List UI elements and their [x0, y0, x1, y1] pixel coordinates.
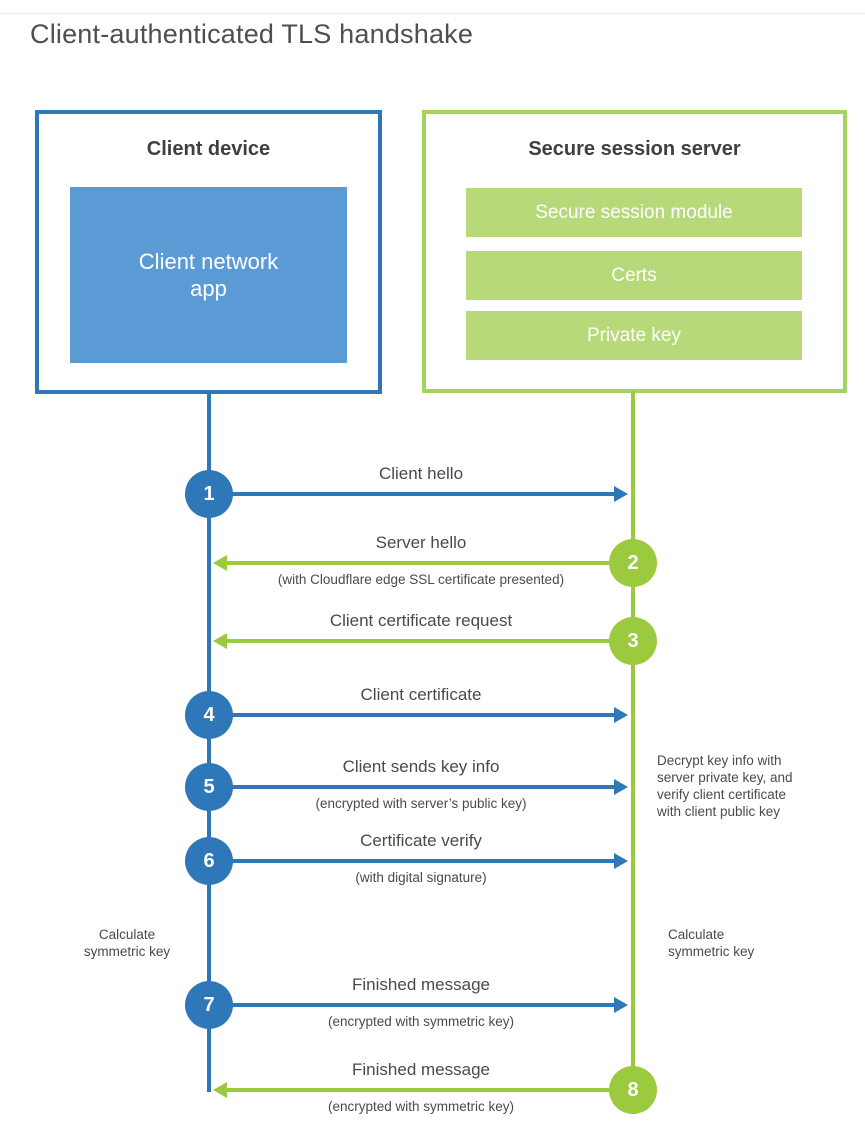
server-module-certs: Certs: [466, 251, 802, 300]
arrow-finished-message-client: [209, 997, 628, 1013]
server-module-secure-session: Secure session module: [466, 188, 802, 237]
decrypt-note-line-3: verify client certificate: [657, 787, 787, 802]
step-2-sublabel: (with Cloudflare edge SSL certificate pr…: [277, 572, 565, 587]
calculate-symmetric-key-server-note: Calculate symmetric key: [668, 927, 755, 959]
step-5-badge: 5: [185, 763, 233, 811]
calculate-symmetric-key-client-note: Calculate symmetric key: [83, 927, 171, 959]
step-8-label: Finished message: [352, 1060, 490, 1079]
secure-session-server-header: Secure session server: [528, 138, 741, 160]
decrypt-note-line-2: server private key, and: [657, 770, 793, 785]
step-8-sublabel: (encrypted with symmetric key): [327, 1099, 515, 1114]
step-4-label: Client certificate: [360, 685, 482, 704]
decrypt-note-line-4: with client public key: [657, 804, 781, 819]
decrypt-key-info-note: Decrypt key info with server private key…: [657, 752, 793, 820]
arrow-server-hello: [213, 555, 633, 571]
decrypt-note-line-1: Decrypt key info with: [657, 753, 782, 768]
step-1-label: Client hello: [378, 464, 464, 483]
step-3-badge: 3: [609, 617, 657, 665]
server-lifeline: [631, 391, 635, 1092]
step-6-sublabel: (with digital signature): [355, 870, 487, 885]
arrow-client-certificate: [209, 707, 628, 723]
top-divider: [0, 13, 865, 14]
step-6-label: Certificate verify: [360, 831, 482, 850]
step-7-sublabel: (encrypted with symmetric key): [327, 1014, 515, 1029]
server-module-private-key: Private key: [466, 311, 802, 360]
client-network-app-label: Client network app: [138, 248, 279, 302]
step-2-badge: 2: [609, 539, 657, 587]
step-6-badge: 6: [185, 837, 233, 885]
step-8-badge: 8: [609, 1066, 657, 1114]
step-2-label: Server hello: [375, 533, 467, 552]
step-5-sublabel: (encrypted with server’s public key): [315, 796, 527, 811]
step-7-label: Finished message: [352, 975, 490, 994]
arrow-finished-message-server: [213, 1082, 633, 1098]
step-4-badge: 4: [185, 691, 233, 739]
arrow-certificate-verify: [209, 853, 628, 869]
arrow-client-hello: [209, 486, 628, 502]
step-7-badge: 7: [185, 981, 233, 1029]
step-3-label: Client certificate request: [329, 611, 513, 630]
arrow-client-sends-key-info: [209, 779, 628, 795]
arrow-client-certificate-request: [213, 633, 633, 649]
client-lifeline: [207, 392, 211, 1092]
page-title: Client-authenticated TLS handshake: [30, 19, 474, 49]
step-5-label: Client sends key info: [342, 757, 500, 776]
client-network-app-block: Client network app: [70, 187, 347, 363]
client-device-header: Client device: [146, 138, 271, 160]
step-1-badge: 1: [185, 470, 233, 518]
